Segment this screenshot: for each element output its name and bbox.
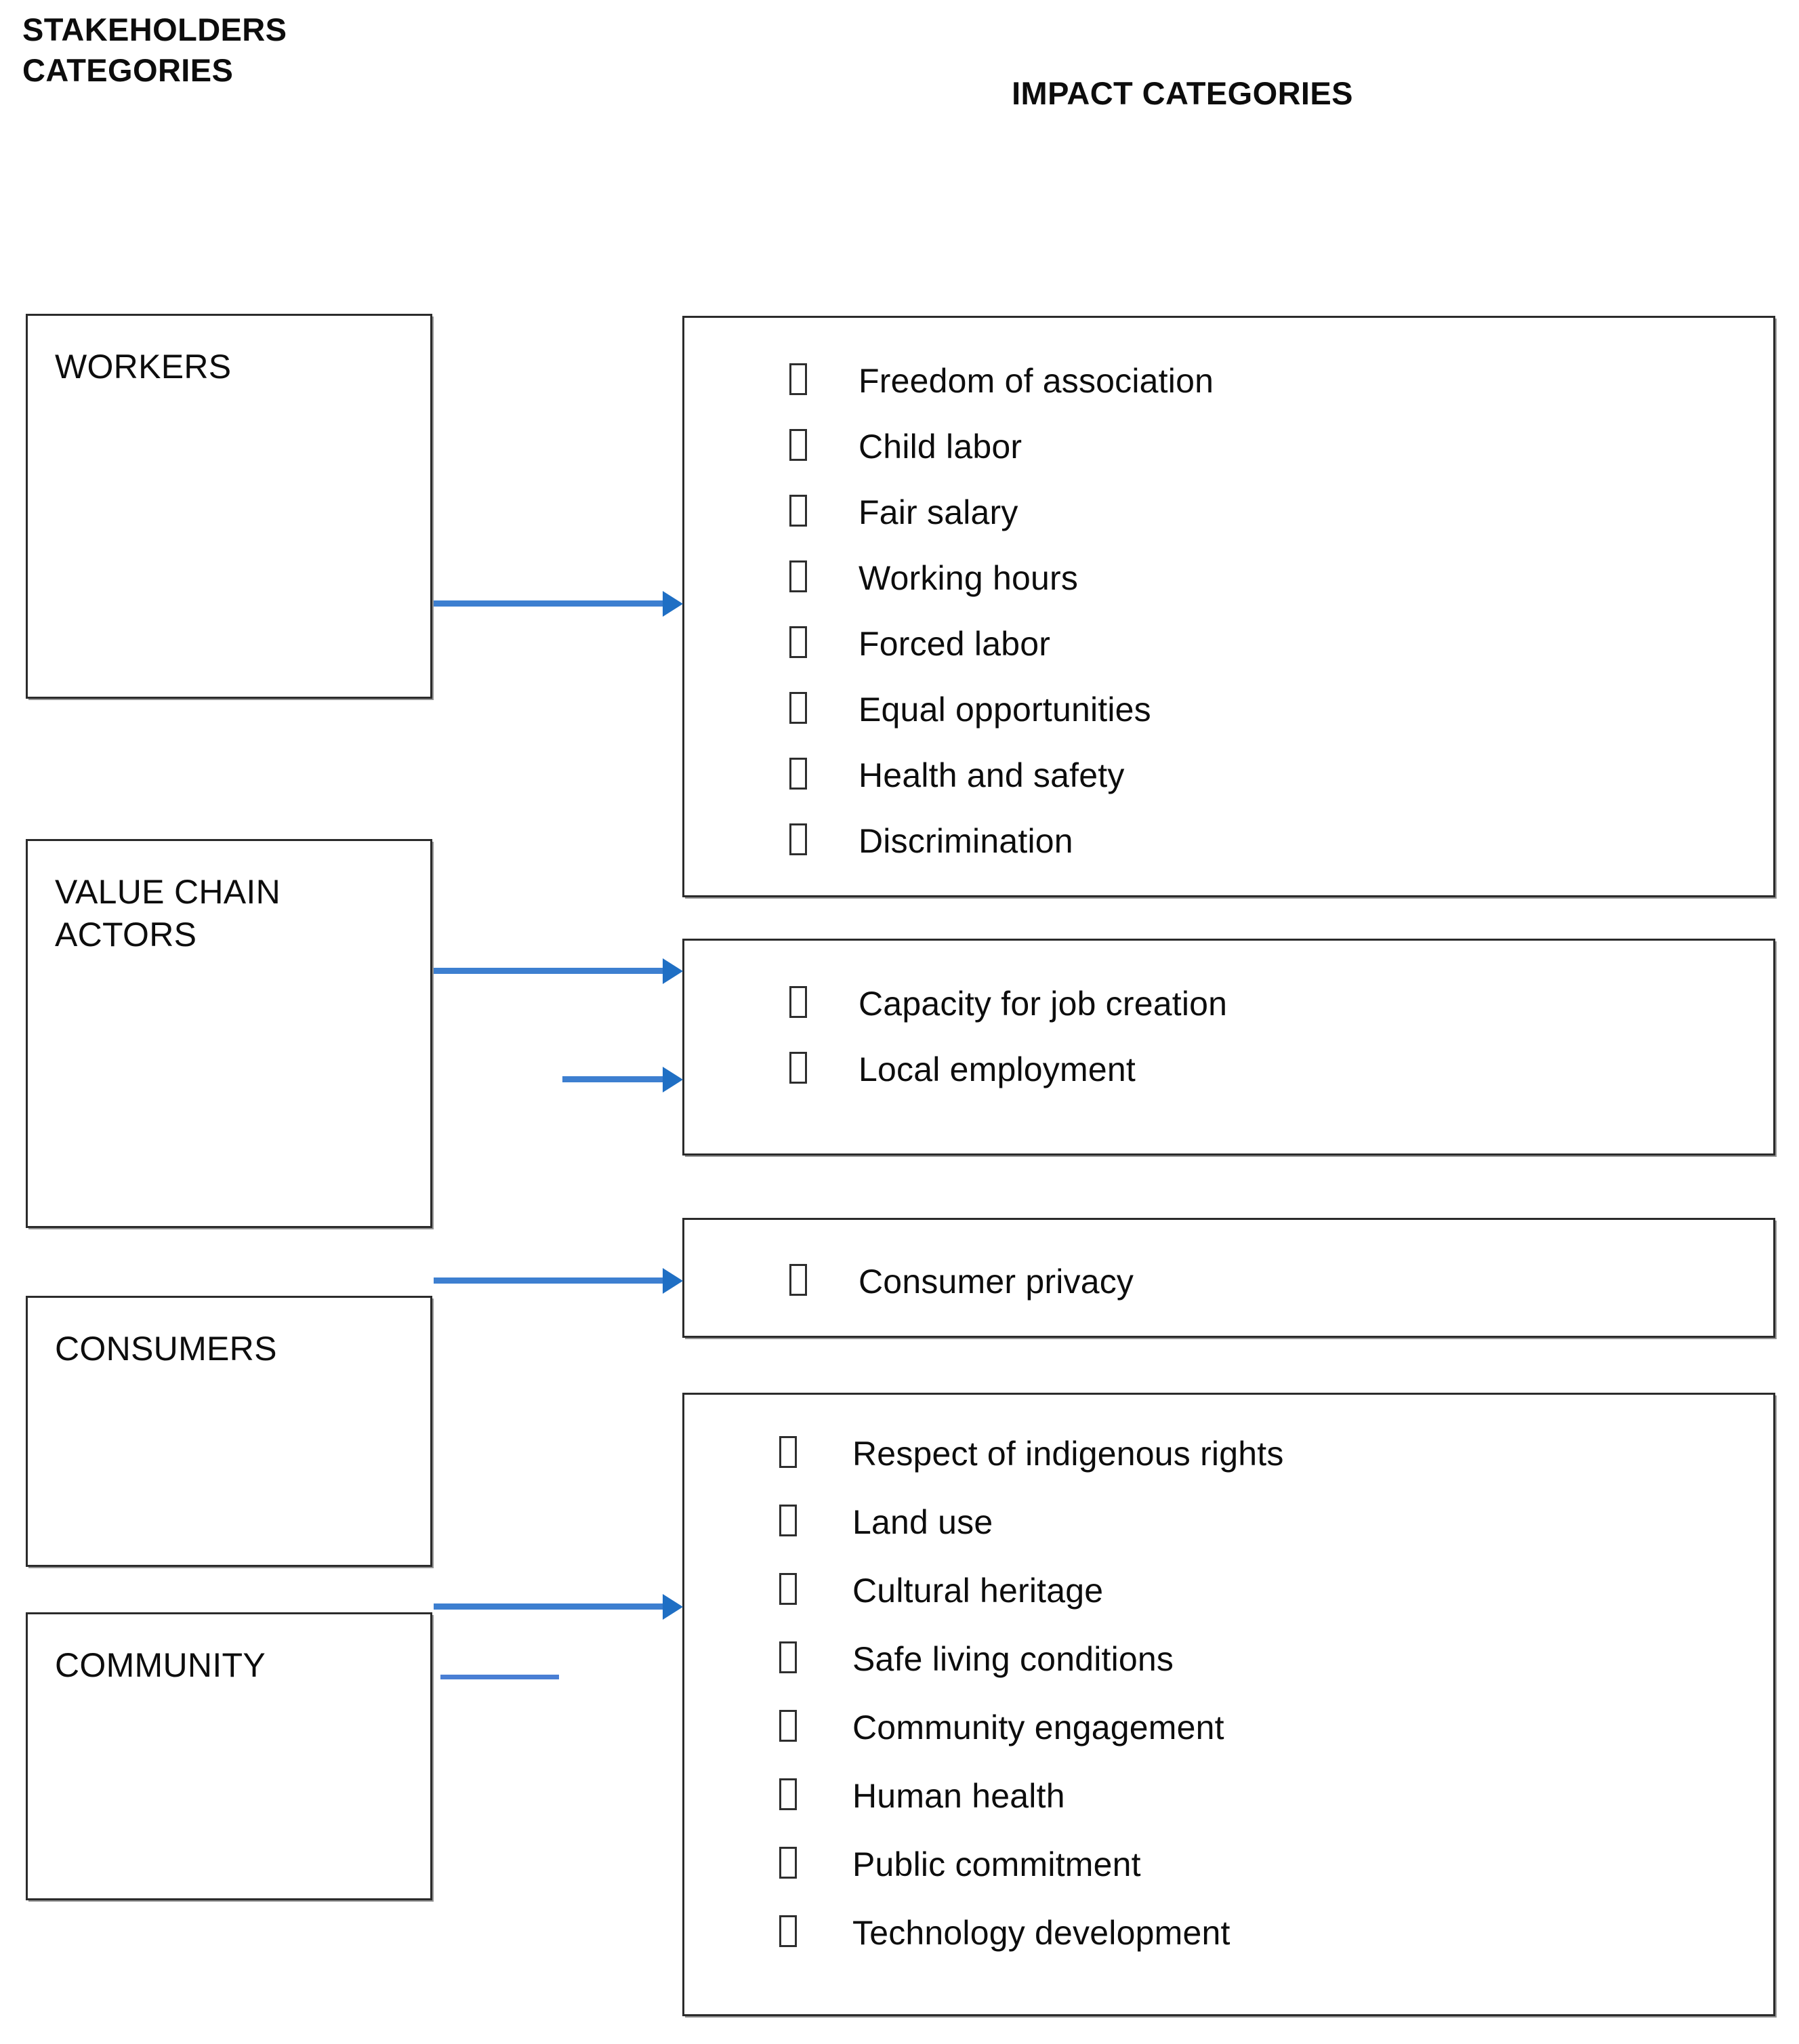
impact-item-label: Local employment: [859, 1050, 1136, 1088]
impact-item-label: Technology development: [852, 1913, 1231, 1952]
impact-list-community: Respect of indigenous rights Land use Cu…: [684, 1395, 1799, 1967]
stakeholder-label-consumers: CONSUMERS: [55, 1330, 277, 1368]
impact-item-label: Public commitment: [852, 1845, 1141, 1883]
impact-item-label: Human health: [852, 1776, 1065, 1815]
connector-arrow-community-to-impacts: [434, 1603, 665, 1610]
impact-list-item[interactable]: Child labor: [789, 413, 1799, 479]
empty-checkbox-icon: [779, 1641, 797, 1673]
impact-list-value-chain-actors: Capacity for job creation Local employme…: [684, 941, 1799, 1102]
empty-checkbox-icon: [789, 692, 807, 724]
stakeholder-box-community[interactable]: COMMUNITY: [26, 1612, 432, 1900]
empty-checkbox-icon: [789, 429, 807, 461]
impact-item-label: Child labor: [859, 427, 1022, 466]
impact-list-item[interactable]: Respect of indigenous rights: [779, 1419, 1799, 1488]
stakeholders-categories-heading: STAKEHOLDERS CATEGORIES: [22, 12, 287, 89]
impact-list-item[interactable]: Health and safety: [789, 742, 1799, 808]
impact-item-label: Health and safety: [859, 756, 1125, 794]
impact-box-consumers[interactable]: Consumer privacy: [682, 1218, 1775, 1338]
stakeholder-label-community: COMMUNITY: [55, 1646, 266, 1684]
impact-list-item[interactable]: Working hours: [789, 545, 1799, 611]
empty-checkbox-icon: [779, 1573, 797, 1605]
empty-checkbox-icon: [779, 1778, 797, 1810]
empty-checkbox-icon: [789, 758, 807, 790]
impact-list-item[interactable]: Technology development: [779, 1898, 1799, 1967]
impact-item-label: Land use: [852, 1503, 993, 1541]
impact-categories-heading: IMPACT CATEGORIES: [1012, 75, 1353, 111]
connector-arrow-workers-to-impacts: [434, 600, 665, 607]
impact-item-label: Fair salary: [859, 493, 1018, 531]
impact-item-label: Capacity for job creation: [859, 984, 1228, 1023]
impact-list-consumers: Consumer privacy: [684, 1220, 1799, 1314]
impact-list-item[interactable]: Fair salary: [789, 479, 1799, 545]
empty-checkbox-icon: [789, 986, 807, 1018]
empty-checkbox-icon: [779, 1710, 797, 1742]
empty-checkbox-icon: [789, 626, 807, 658]
impact-list-item[interactable]: Local employment: [789, 1036, 1799, 1102]
connector-arrow-value-chain-to-impacts-primary: [434, 968, 665, 974]
impact-item-label: Respect of indigenous rights: [852, 1434, 1284, 1473]
empty-checkbox-icon: [789, 495, 807, 527]
impact-item-label: Cultural heritage: [852, 1571, 1104, 1610]
empty-checkbox-icon: [789, 1052, 807, 1084]
empty-checkbox-icon: [789, 363, 807, 395]
impact-item-label: Freedom of association: [859, 361, 1214, 400]
impact-list-item[interactable]: Capacity for job creation: [789, 970, 1799, 1036]
empty-checkbox-icon: [779, 1915, 797, 1947]
stakeholder-box-workers[interactable]: WORKERS: [26, 314, 432, 699]
impact-item-label: Community engagement: [852, 1708, 1224, 1746]
impact-list-item[interactable]: Land use: [779, 1488, 1799, 1556]
impact-box-workers[interactable]: Freedom of association Child labor Fair …: [682, 316, 1775, 897]
connector-line-community-stub: [440, 1675, 559, 1679]
impact-list-item[interactable]: Freedom of association: [789, 348, 1799, 413]
impact-list-item[interactable]: Consumer privacy: [789, 1248, 1799, 1314]
impact-item-label: Safe living conditions: [852, 1639, 1174, 1678]
impact-item-label: Forced labor: [859, 624, 1051, 663]
impact-list-item[interactable]: Forced labor: [789, 611, 1799, 676]
impact-list-item[interactable]: Public commitment: [779, 1830, 1799, 1898]
impact-list-workers: Freedom of association Child labor Fair …: [684, 318, 1799, 874]
empty-checkbox-icon: [779, 1847, 797, 1879]
impact-item-label: Discrimination: [859, 821, 1073, 860]
impact-box-value-chain-actors[interactable]: Capacity for job creation Local employme…: [682, 939, 1775, 1156]
connector-arrow-value-chain-to-impacts-secondary: [562, 1076, 665, 1082]
empty-checkbox-icon: [789, 560, 807, 592]
empty-checkbox-icon: [789, 823, 807, 855]
stakeholder-box-consumers[interactable]: CONSUMERS: [26, 1296, 432, 1567]
impact-list-item[interactable]: Human health: [779, 1761, 1799, 1830]
connector-arrow-consumers-to-impacts: [434, 1278, 665, 1284]
impact-item-label: Working hours: [859, 558, 1079, 597]
impact-list-item[interactable]: Community engagement: [779, 1693, 1799, 1761]
impact-list-item[interactable]: Discrimination: [789, 808, 1799, 874]
stakeholder-box-value-chain-actors[interactable]: VALUE CHAIN ACTORS: [26, 839, 432, 1228]
impact-list-item[interactable]: Cultural heritage: [779, 1556, 1799, 1624]
empty-checkbox-icon: [779, 1505, 797, 1536]
empty-checkbox-icon: [779, 1436, 797, 1468]
impact-list-item[interactable]: Equal opportunities: [789, 676, 1799, 742]
impact-list-item[interactable]: Safe living conditions: [779, 1624, 1799, 1693]
impact-item-label: Equal opportunities: [859, 690, 1151, 729]
empty-checkbox-icon: [789, 1264, 807, 1296]
impact-box-community[interactable]: Respect of indigenous rights Land use Cu…: [682, 1393, 1775, 2016]
stakeholder-label-value-chain-actors: VALUE CHAIN ACTORS: [55, 873, 281, 954]
stakeholder-label-workers: WORKERS: [55, 348, 232, 386]
impact-item-label: Consumer privacy: [859, 1262, 1134, 1301]
